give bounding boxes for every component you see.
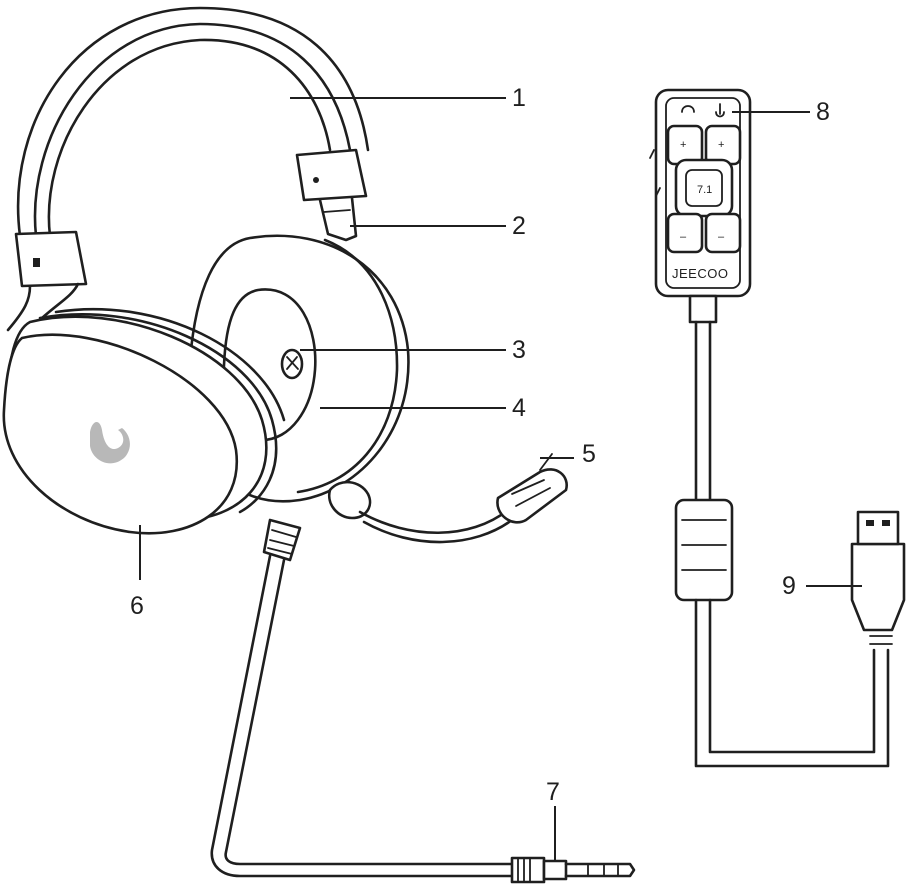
headphone-volume-up-label: +: [680, 139, 686, 151]
controller-brand: JEECOO: [672, 266, 728, 281]
callout-3: 3: [512, 336, 526, 364]
microphone-boom: [327, 453, 568, 544]
left-ear-cup: [2, 307, 286, 535]
callout-8: 8: [816, 98, 830, 126]
usb-plug: [850, 510, 906, 632]
brand-logo-icon: [90, 421, 130, 464]
headphone-volume-down-label: –: [680, 231, 687, 243]
callout-5: 5: [582, 440, 596, 468]
surround-7-1-label: 7.1: [697, 184, 712, 196]
mic-volume-up-label: +: [718, 139, 724, 151]
inline-controller: + + 7.1 – – JEECOO: [649, 88, 752, 298]
callout-1: 1: [512, 84, 526, 112]
leader-lines: [139, 97, 862, 862]
callout-4: 4: [512, 394, 526, 422]
callout-9: 9: [782, 572, 796, 600]
callout-7: 7: [546, 778, 560, 806]
usb-cable: [674, 294, 893, 768]
headphone-icon: [681, 105, 695, 113]
headset-cable: [210, 518, 514, 878]
mic-volume-down-label: –: [718, 231, 725, 243]
callout-2: 2: [512, 212, 526, 240]
callout-6: 6: [130, 592, 144, 620]
callout-numbers: 1 2 3 4 5 6 7 8 9: [130, 84, 830, 806]
headband: [6, 6, 370, 332]
audio-plug-3-5mm: [510, 856, 636, 884]
microphone-icon: [715, 103, 725, 118]
